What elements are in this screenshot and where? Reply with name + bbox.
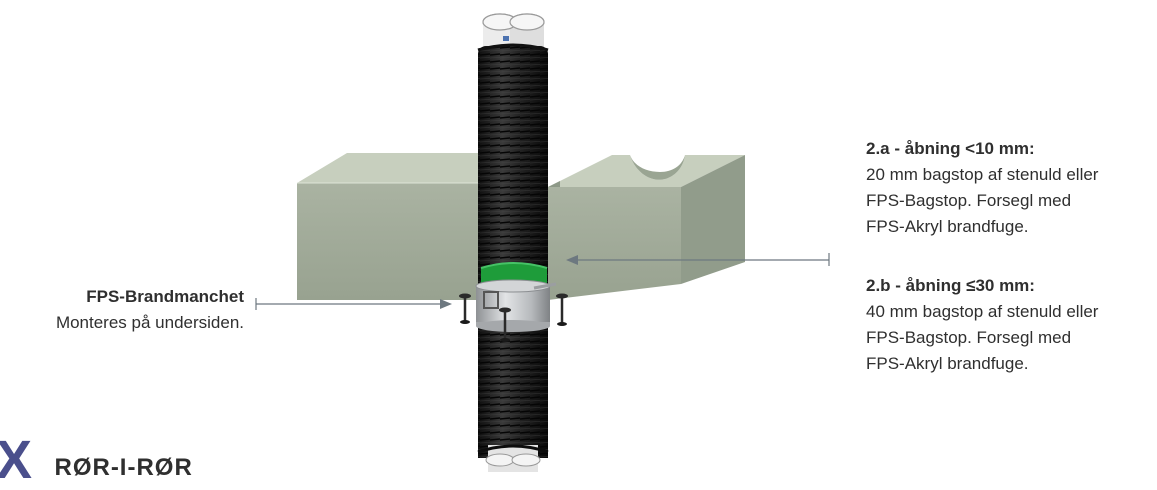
section-title: X RØR-I-RØR [0, 430, 193, 490]
callout-opening-under-10mm: 2.a - åbning <10 mm: 20 mm bagstop af st… [866, 136, 1098, 240]
leader-right [566, 253, 830, 266]
callout-2a-line-3: FPS-Akryl brandfuge. [866, 217, 1029, 236]
callout-2b-line-1: 40 mm bagstop af stenuld eller [866, 302, 1099, 321]
callout-fire-collar-title: FPS-Brandmanchet [86, 287, 244, 306]
green-band [480, 262, 548, 285]
fire-collar [475, 279, 557, 332]
leader-left [255, 298, 452, 310]
fire-collar-diagram [255, 13, 830, 472]
pipe-in-pipe [475, 13, 557, 472]
callout-fire-collar: FPS-Brandmanchet Monteres på undersiden. [56, 284, 244, 336]
left-block-front [297, 183, 490, 300]
right-block-side [681, 155, 745, 284]
callout-2b-title: 2.b - åbning ≤30 mm: [866, 276, 1035, 295]
screw-middle [499, 307, 511, 342]
callout-2b-line-3: FPS-Akryl brandfuge. [866, 354, 1029, 373]
screw-left [459, 293, 471, 324]
callout-2b-line-2: FPS-Bagstop. Forsegl med [866, 328, 1072, 347]
screws [459, 293, 568, 342]
screw-right [556, 293, 568, 326]
right-block-top [548, 155, 745, 187]
section-title-text: RØR-I-RØR [54, 454, 193, 481]
callout-2a-line-2: FPS-Bagstop. Forsegl med [866, 191, 1072, 210]
x-mark-icon: X [0, 430, 33, 490]
right-concrete-block [548, 155, 745, 300]
callout-2a-line-1: 20 mm bagstop af stenuld eller [866, 165, 1099, 184]
callout-2a-title: 2.a - åbning <10 mm: [866, 139, 1035, 158]
callout-opening-up-to-30mm: 2.b - åbning ≤30 mm: 40 mm bagstop af st… [866, 273, 1098, 377]
right-block-front [548, 187, 681, 300]
callout-fire-collar-line: Monteres på undersiden. [55, 313, 244, 332]
